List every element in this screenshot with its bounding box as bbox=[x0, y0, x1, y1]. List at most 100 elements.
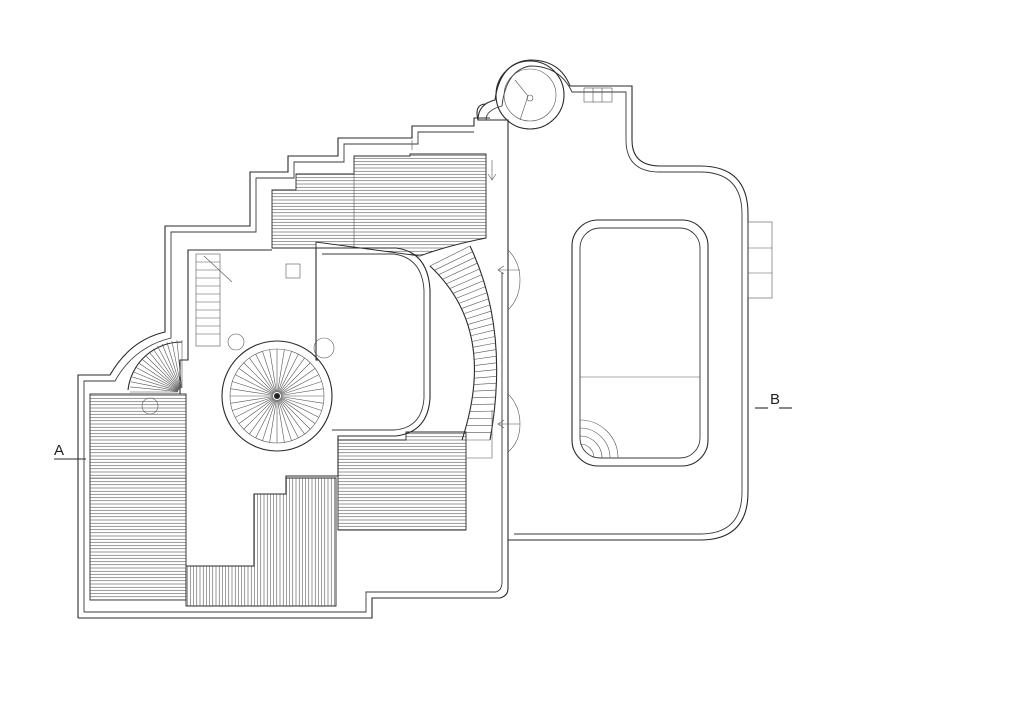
round-pavilion bbox=[476, 60, 565, 130]
spiral-tread bbox=[238, 398, 274, 424]
spiral-tread bbox=[279, 362, 311, 394]
swimming-pool bbox=[571, 219, 709, 467]
curved-stair-tread bbox=[463, 304, 491, 315]
quarter-stair bbox=[127, 340, 183, 393]
spiral-stair-large bbox=[221, 340, 333, 452]
terrace-planter bbox=[583, 87, 613, 103]
door-openings bbox=[411, 140, 521, 459]
curved-stair-tread bbox=[434, 251, 473, 271]
spiral-tread bbox=[234, 374, 274, 395]
column-round-b bbox=[313, 337, 335, 359]
section-marker-a: A bbox=[54, 442, 86, 460]
curved-stair-tread bbox=[429, 245, 471, 267]
curved-stair-tread bbox=[474, 362, 497, 366]
curved-stair-tread bbox=[458, 292, 488, 304]
curved-stair-tread bbox=[473, 349, 497, 354]
spiral-tread bbox=[277, 351, 292, 393]
curved-stair-tread bbox=[472, 396, 496, 399]
spiral-tread bbox=[280, 388, 324, 396]
curved-stair-tread bbox=[473, 382, 497, 385]
section-label-b: B bbox=[770, 391, 780, 408]
spiral-tread bbox=[280, 396, 322, 411]
curved-stair-tread bbox=[471, 403, 496, 405]
curved-stair-tread bbox=[474, 355, 497, 360]
deck-upper bbox=[271, 153, 487, 257]
section-label-a: A bbox=[54, 442, 64, 459]
quarter-stair-tread bbox=[132, 376, 179, 392]
curved-stair-tread bbox=[455, 286, 486, 299]
quarter-stair-tread bbox=[148, 351, 180, 390]
straight-stair bbox=[195, 253, 233, 347]
quarter-stair-tread bbox=[133, 371, 179, 391]
building-outline bbox=[77, 117, 509, 619]
curved-stair-tread bbox=[452, 280, 484, 294]
terrace-step-block bbox=[747, 221, 773, 299]
spiral-tread bbox=[262, 399, 277, 441]
spiral-tread bbox=[277, 399, 285, 443]
interior-walls bbox=[141, 247, 431, 568]
column-round-c bbox=[141, 397, 159, 415]
pool-corner-steps bbox=[579, 419, 619, 459]
curved-stair-tread bbox=[469, 323, 494, 331]
deck-bottom bbox=[185, 477, 337, 607]
quarter-stair-tread bbox=[152, 348, 181, 389]
spiral-tread bbox=[280, 397, 320, 418]
column-round-a bbox=[227, 333, 245, 351]
spiral-tread bbox=[230, 388, 274, 396]
quarter-stair-tread bbox=[157, 345, 181, 389]
curved-stair-tread bbox=[473, 389, 497, 392]
curved-stair-tread bbox=[438, 257, 476, 276]
spiral-tread bbox=[269, 399, 277, 443]
spiral-tread bbox=[277, 399, 292, 441]
deck-center bbox=[337, 431, 467, 531]
spiral-tread bbox=[249, 357, 275, 393]
quarter-stair-tread bbox=[130, 386, 179, 392]
pool-terrace-outline bbox=[477, 59, 773, 541]
quarter-stair-tread bbox=[161, 343, 181, 389]
curved-stair-tread bbox=[465, 310, 492, 320]
curved-stair-tread bbox=[470, 329, 495, 337]
quarter-stair-tread bbox=[166, 342, 182, 389]
curved-stair-tread bbox=[467, 317, 493, 325]
curved-stair-tread bbox=[442, 262, 478, 280]
quarter-stair-tread bbox=[138, 362, 179, 391]
quarter-stair-tread bbox=[145, 355, 180, 390]
column-square bbox=[285, 263, 301, 279]
spiral-tread bbox=[278, 399, 299, 439]
quarter-stair-tread bbox=[171, 340, 182, 389]
quarter-stair-tread bbox=[135, 367, 179, 391]
spiral-tread bbox=[280, 381, 322, 396]
spiral-tread bbox=[269, 349, 277, 393]
spiral-tread bbox=[234, 397, 274, 418]
curved-stair-tread bbox=[446, 268, 480, 285]
spiral-tread bbox=[277, 349, 285, 393]
spiral-tread bbox=[280, 374, 320, 395]
spiral-tread bbox=[262, 351, 277, 393]
spiral-tread bbox=[255, 399, 276, 439]
curved-stair-tread bbox=[461, 298, 489, 309]
deck-areas bbox=[89, 153, 487, 607]
spiral-tread bbox=[279, 357, 305, 393]
curved-stair-tread bbox=[449, 274, 482, 289]
spiral-tread bbox=[249, 399, 275, 435]
quarter-stair-tread bbox=[130, 381, 179, 392]
curved-stair-tread bbox=[474, 376, 497, 379]
spiral-tread bbox=[232, 396, 274, 411]
spiral-tread bbox=[238, 368, 274, 394]
spiral-tread bbox=[230, 396, 274, 404]
section-marker-b: B bbox=[755, 391, 792, 409]
spiral-tread bbox=[278, 353, 299, 393]
curved-stair-tread bbox=[471, 336, 496, 342]
quarter-stair-tread bbox=[141, 358, 180, 390]
curved-stair bbox=[429, 245, 498, 441]
deck-left bbox=[89, 393, 187, 601]
curved-stair-tread bbox=[472, 342, 496, 348]
spiral-tread bbox=[279, 398, 311, 430]
spiral-tread bbox=[243, 362, 275, 394]
spiral-tread bbox=[232, 381, 274, 396]
spiral-tread bbox=[279, 399, 305, 435]
spiral-tread bbox=[243, 398, 275, 430]
spiral-tread bbox=[255, 353, 276, 393]
spiral-tread bbox=[280, 398, 316, 424]
